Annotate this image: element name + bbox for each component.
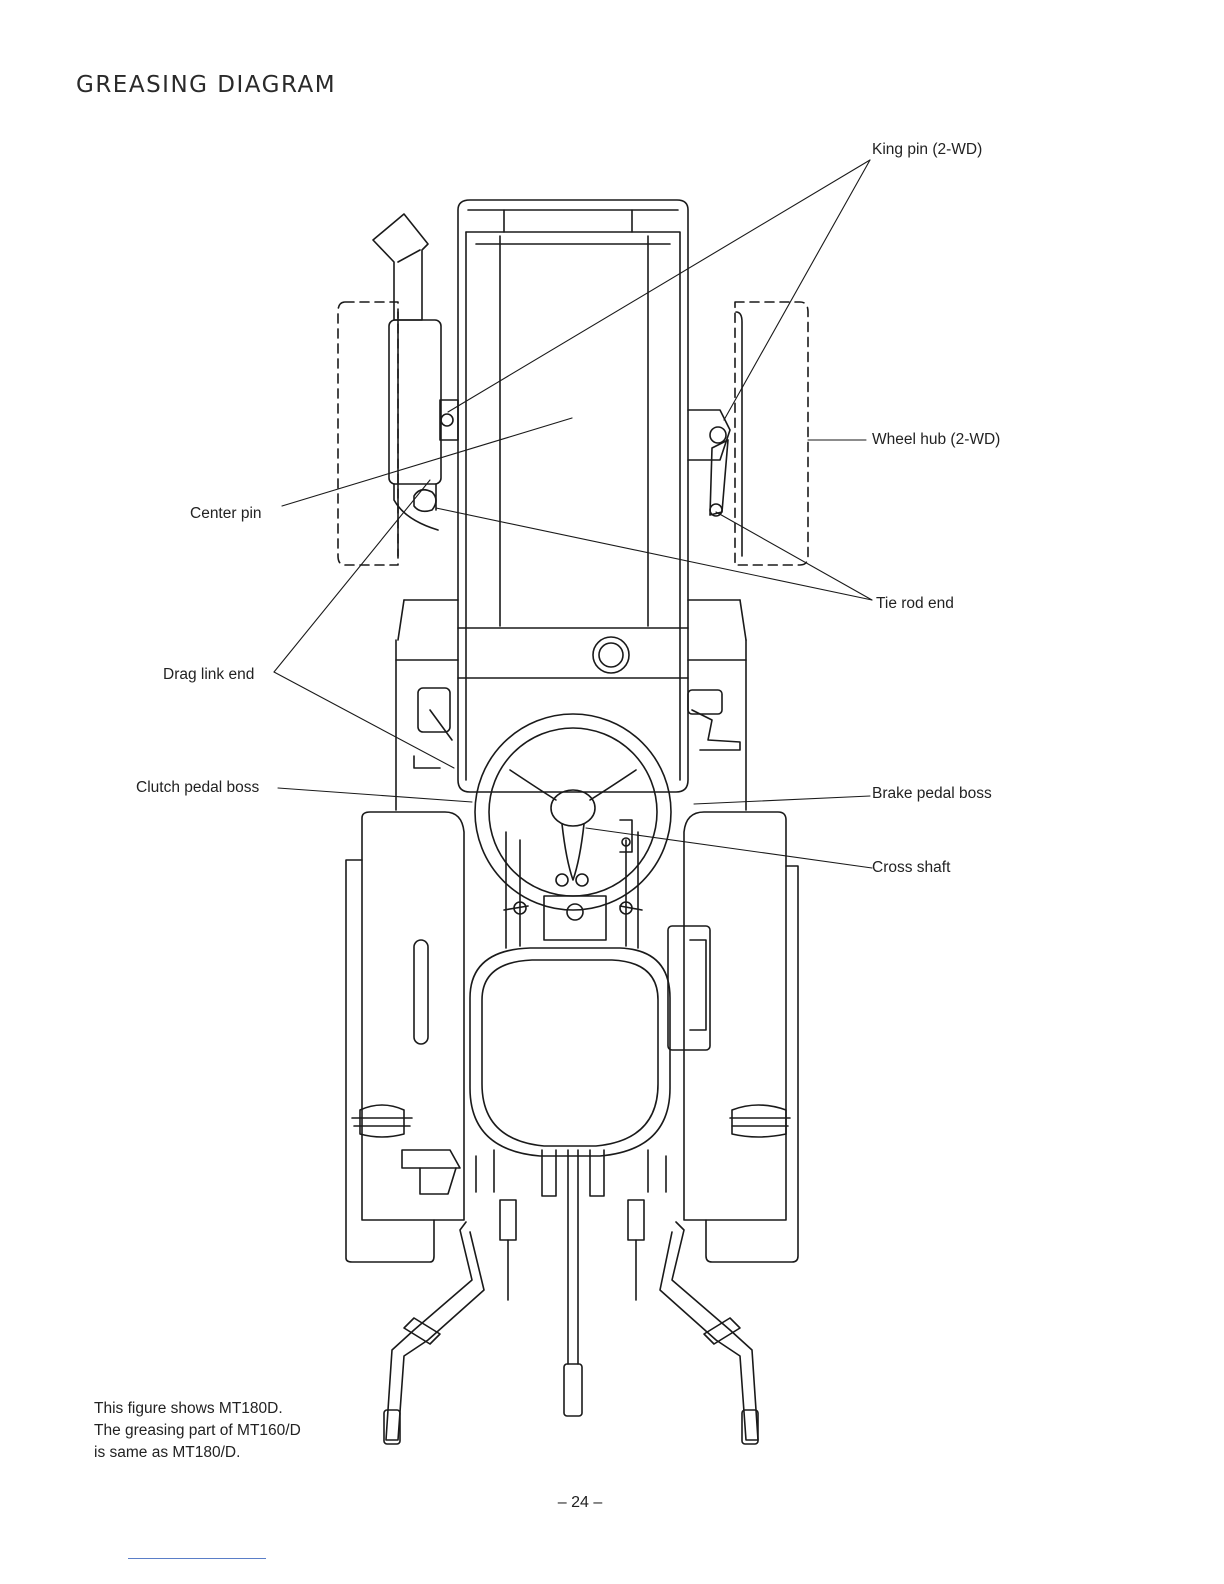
transmission — [504, 820, 642, 948]
note-line-1: This figure shows MT180D. — [94, 1398, 301, 1420]
rear-left-fender — [346, 812, 464, 1262]
label-drag-link-end: Drag link end — [163, 667, 254, 683]
bottom-rule — [128, 1558, 266, 1559]
exhaust-pipe — [373, 214, 441, 530]
label-tie-rod-end: Tie rod end — [876, 596, 954, 612]
label-brake-pedal-boss: Brake pedal boss — [872, 786, 992, 802]
rear-right-fender — [668, 812, 798, 1262]
body-frame — [396, 600, 746, 810]
label-wheel-hub: Wheel hub (2-WD) — [872, 432, 1000, 448]
front-right-tire-solid — [736, 312, 742, 556]
label-clutch-pedal-boss: Clutch pedal boss — [136, 780, 259, 796]
front-right-tire — [735, 302, 808, 565]
note-line-3: is same as MT180/D. — [94, 1442, 301, 1464]
note-line-2: The greasing part of MT160/D — [94, 1420, 301, 1442]
label-cross-shaft: Cross shaft — [872, 860, 950, 876]
leader-lines — [274, 160, 872, 868]
seat — [470, 948, 670, 1156]
front-axle — [414, 400, 730, 516]
label-center-pin: Center pin — [190, 506, 262, 522]
page-number: – 24 – — [0, 1494, 1160, 1512]
label-king-pin: King pin (2-WD) — [872, 142, 982, 158]
figure-note: This figure shows MT180D. The greasing p… — [94, 1398, 301, 1464]
steering-wheel — [475, 714, 671, 910]
